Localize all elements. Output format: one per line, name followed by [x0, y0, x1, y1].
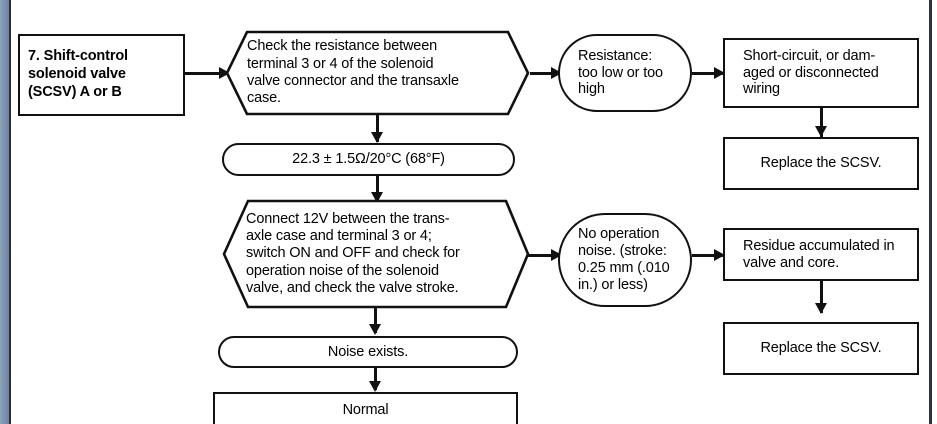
node-connect-12v-label: Connect 12V between the trans-axle case …: [246, 199, 514, 309]
hexagon-shape-icon: [225, 30, 530, 116]
page-edge-right-rule: [929, 0, 932, 424]
connector-noise-exists-to-normal: [374, 368, 377, 390]
node-connect-12v-hexagon: Connect 12V between the trans-axle case …: [222, 199, 530, 309]
page-edge-left-gradient: [0, 0, 9, 424]
arrowhead-connect-to-nonoise: [551, 248, 562, 261]
page-edge-right-margin: [932, 0, 937, 424]
node-normal: Normal: [213, 392, 518, 424]
node-text-line: 0.25 mm (.010: [578, 260, 670, 276]
node-text-line: terminal 3 or 4 of the solenoid: [247, 55, 434, 72]
connector-short-to-replace-top: [820, 108, 823, 137]
node-replace-scsv-bottom-label: Replace the SCSV.: [760, 340, 882, 357]
node-normal-label: Normal: [342, 401, 389, 418]
arrowhead-residue-to-replace-bottom: [815, 303, 827, 314]
node-text-line: switch ON and OFF and check for: [246, 245, 460, 262]
connector-spec-to-connect: [376, 176, 379, 202]
arrowhead-connect-to-noise-exists: [369, 324, 381, 335]
arrowhead-spec-to-connect: [371, 192, 383, 203]
node-text-line: operation noise of the solenoid: [246, 262, 439, 279]
node-text-line: in.) or less): [578, 276, 648, 293]
connector-resistance-to-short: [692, 72, 724, 75]
node-spec-value: 22.3 ± 1.5Ω/20°C (68°F): [222, 143, 515, 176]
arrowhead-start-to-check: [219, 66, 230, 79]
connector-connect-to-nonoise: [528, 254, 560, 257]
arrowhead-resistance-to-short: [714, 66, 725, 79]
node-short-circuit: Short-circuit, or dam-aged or disconnect…: [723, 38, 919, 108]
arrowhead-noise-exists-to-normal: [369, 381, 381, 392]
node-replace-scsv-bottom: Replace the SCSV.: [723, 322, 919, 375]
node-spec-value-label: 22.3 ± 1.5Ω/20°C (68°F): [292, 151, 445, 168]
node-text-line: Check the resistance between: [247, 38, 438, 55]
arrowhead-check-to-spec: [371, 132, 383, 143]
node-text-line: wiring: [743, 81, 780, 98]
arrowhead-short-to-replace-top: [815, 126, 827, 137]
node-text-line: No operation: [578, 226, 660, 243]
connector-connect-to-noise-exists: [374, 307, 377, 333]
node-text-line: noise. (stroke:: [578, 243, 667, 260]
arrowhead-check-to-resistance: [551, 66, 562, 79]
arrowhead-nonoise-to-residue: [714, 248, 725, 261]
node-text-lines: Connect 12V between the trans-axle case …: [246, 211, 514, 298]
node-replace-scsv-top: Replace the SCSV.: [723, 137, 919, 190]
node-text-line: Connect 12V between the trans-: [246, 210, 450, 227]
node-text-line: Resistance:: [578, 47, 653, 64]
node-text-line: too low or too: [578, 64, 663, 81]
node-text-line: valve and core.: [743, 254, 840, 271]
node-text-line: Short-circuit, or dam-: [743, 47, 876, 64]
node-text-line: aged or disconnected: [743, 64, 879, 81]
node-text-line: case.: [247, 90, 281, 107]
connector-check-to-resistance: [530, 72, 560, 75]
connector-nonoise-to-residue: [692, 254, 724, 257]
node-text-line: high: [578, 81, 605, 98]
node-text-line: Residue accumulated in: [743, 237, 895, 254]
connector-start-to-check: [185, 72, 225, 75]
node-text-lines: Short-circuit, or dam-aged or disconnect…: [743, 48, 909, 98]
connector-check-to-spec: [376, 114, 379, 142]
node-replace-scsv-top-label: Replace the SCSV.: [760, 155, 882, 172]
node-short-circuit-label: Short-circuit, or dam-aged or disconnect…: [725, 48, 917, 98]
node-text-line: axle case and terminal 3 or 4;: [246, 227, 432, 244]
node-noise-exists: Noise exists.: [218, 336, 518, 368]
hexagon-shape-icon: [222, 199, 530, 309]
node-text-line: (SCSV) A or B: [28, 83, 122, 100]
node-text-line: valve, and check the valve stroke.: [246, 280, 459, 297]
node-text-line: 7. Shift-control: [28, 48, 128, 65]
node-text-line: valve connector and the transaxle: [247, 73, 459, 89]
node-noise-exists-label: Noise exists.: [327, 343, 409, 360]
page-edge-left-rule: [9, 0, 11, 424]
node-text-line: solenoid valve: [28, 66, 126, 83]
connector-residue-to-replace-bottom: [820, 281, 823, 313]
